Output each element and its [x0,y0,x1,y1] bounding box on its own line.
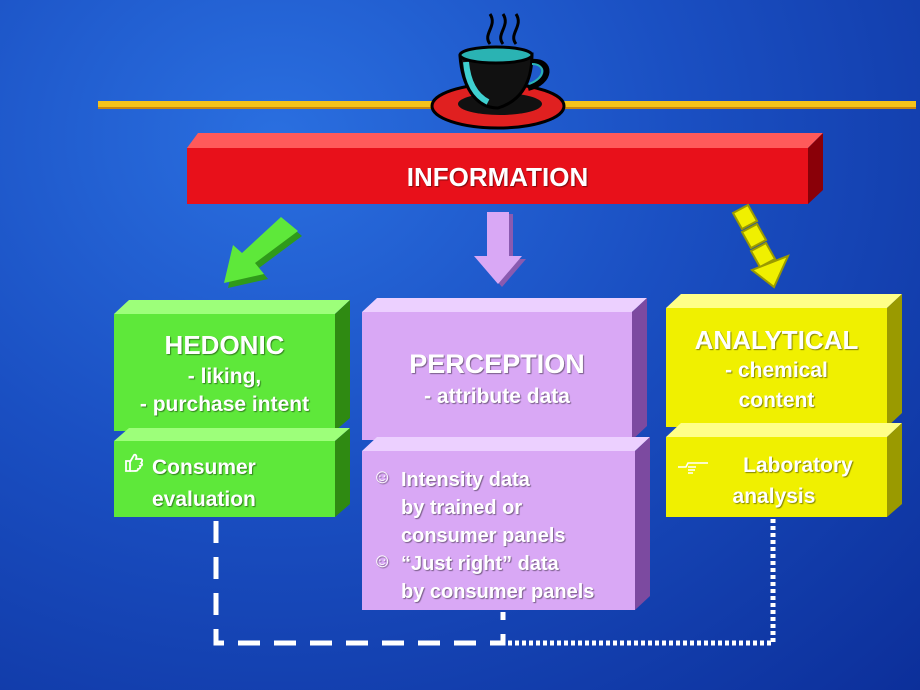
hedonic-line-liking: - liking, [187,365,262,388]
perception-bullet-1-line3: consumer panels [401,525,566,547]
perception-box: PERCEPTION - attribute data [362,312,632,440]
analytical-box: ANALYTICAL - chemical content [666,308,887,427]
perception-title: PERCEPTION [409,349,585,379]
perception-bullet-2-line1: “Just right” data [401,553,559,575]
thumbs-up-icon [122,451,144,473]
perception-bullet-2-line2: by consumer panels [401,581,595,603]
perception-bullet-1-line2: by trained or [401,497,523,519]
smiley-icon: ☺ [372,466,393,488]
perception-bullet-box: ☺ Intensity data by trained or consumer … [362,451,635,610]
information-title: INFORMATION [406,162,589,192]
hedonic-bullet-line1: Consumer [152,456,256,479]
analytical-dotted-connector [503,519,776,646]
analytical-bullet-line1: Laboratory [743,454,853,477]
arrow-to-analytical [731,203,790,289]
perception-bullet-1-line1: Intensity data [401,469,530,491]
hedonic-bullet-box-shape [114,428,350,517]
analytical-bullet-line2: analysis [732,485,816,508]
hedonic-box: HEDONIC - liking, - purchase intent [114,314,335,431]
analytical-bullet-box: Laboratory analysis [666,437,887,517]
connector-lines [213,519,776,646]
arrow-to-hedonic [224,217,302,288]
hedonic-dashed-connector [213,521,506,646]
analytical-box-shape [666,294,902,427]
perception-subtitle: - attribute data [424,385,570,408]
analytical-title: ANALYTICAL [694,325,859,355]
analytical-bullet-box-shape [666,423,902,517]
hand-pointer-icon [676,457,710,475]
smiley-icon: ☺ [372,550,393,572]
information-banner-shape [187,133,823,204]
analytical-line-chemical: - chemical [725,359,828,382]
hedonic-bullet-box: Consumer evaluation [114,441,335,517]
hedonic-line-purchase: - purchase intent [139,393,310,416]
hedonic-title: HEDONIC [164,330,285,360]
coffee-cup-icon [428,8,568,132]
perception-bullet-box-shape [362,437,650,610]
hedonic-bullet-line2: evaluation [152,488,256,511]
hedonic-box-shape [114,300,350,431]
analytical-line-content: content [738,389,815,412]
arrow-to-perception [474,212,526,287]
perception-box-shape [362,298,647,440]
